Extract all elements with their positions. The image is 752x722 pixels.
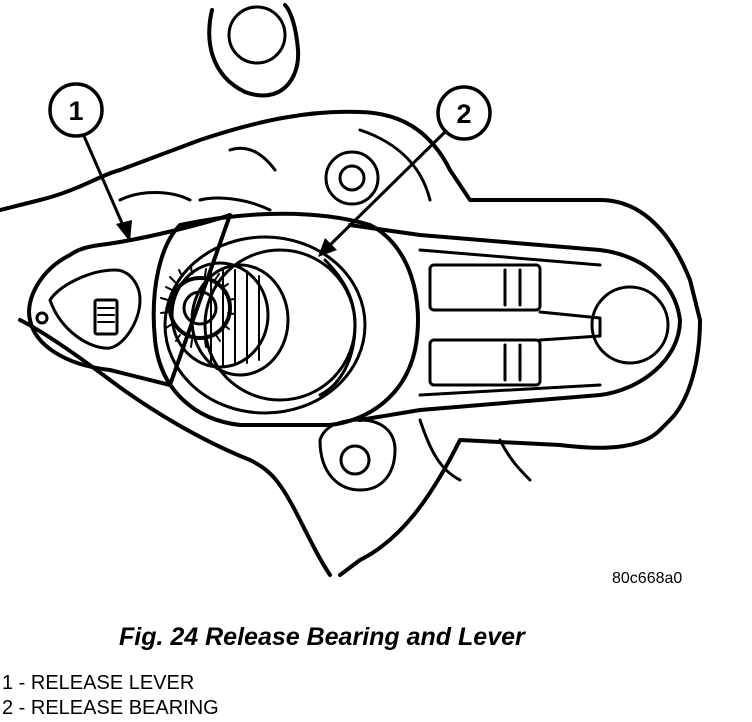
callout-1-number: 1: [68, 96, 83, 126]
legend-item: 2 - RELEASE BEARING: [2, 697, 219, 719]
top-knob: [207, 3, 301, 98]
lower-mounting-boss: [318, 418, 397, 492]
upper-mounting-boss: [324, 150, 380, 206]
input-shaft: [160, 261, 270, 369]
legend-item: 1 - RELEASE LEVER: [2, 672, 195, 694]
figure-caption: Fig. 24 Release Bearing and Lever: [119, 623, 525, 651]
image-reference-code: 80c668a0: [612, 570, 683, 587]
callout-2: 2: [318, 85, 492, 257]
release-lever: [27, 213, 682, 422]
callout-2-number: 2: [456, 99, 471, 129]
callout-1: 1: [48, 82, 132, 242]
release-bearing-illustration: 1 2: [0, 3, 702, 577]
legend: 1 - RELEASE LEVER 2 - RELEASE BEARING: [2, 671, 219, 721]
transmission-housing: [0, 109, 702, 577]
release-bearing: [151, 211, 420, 427]
